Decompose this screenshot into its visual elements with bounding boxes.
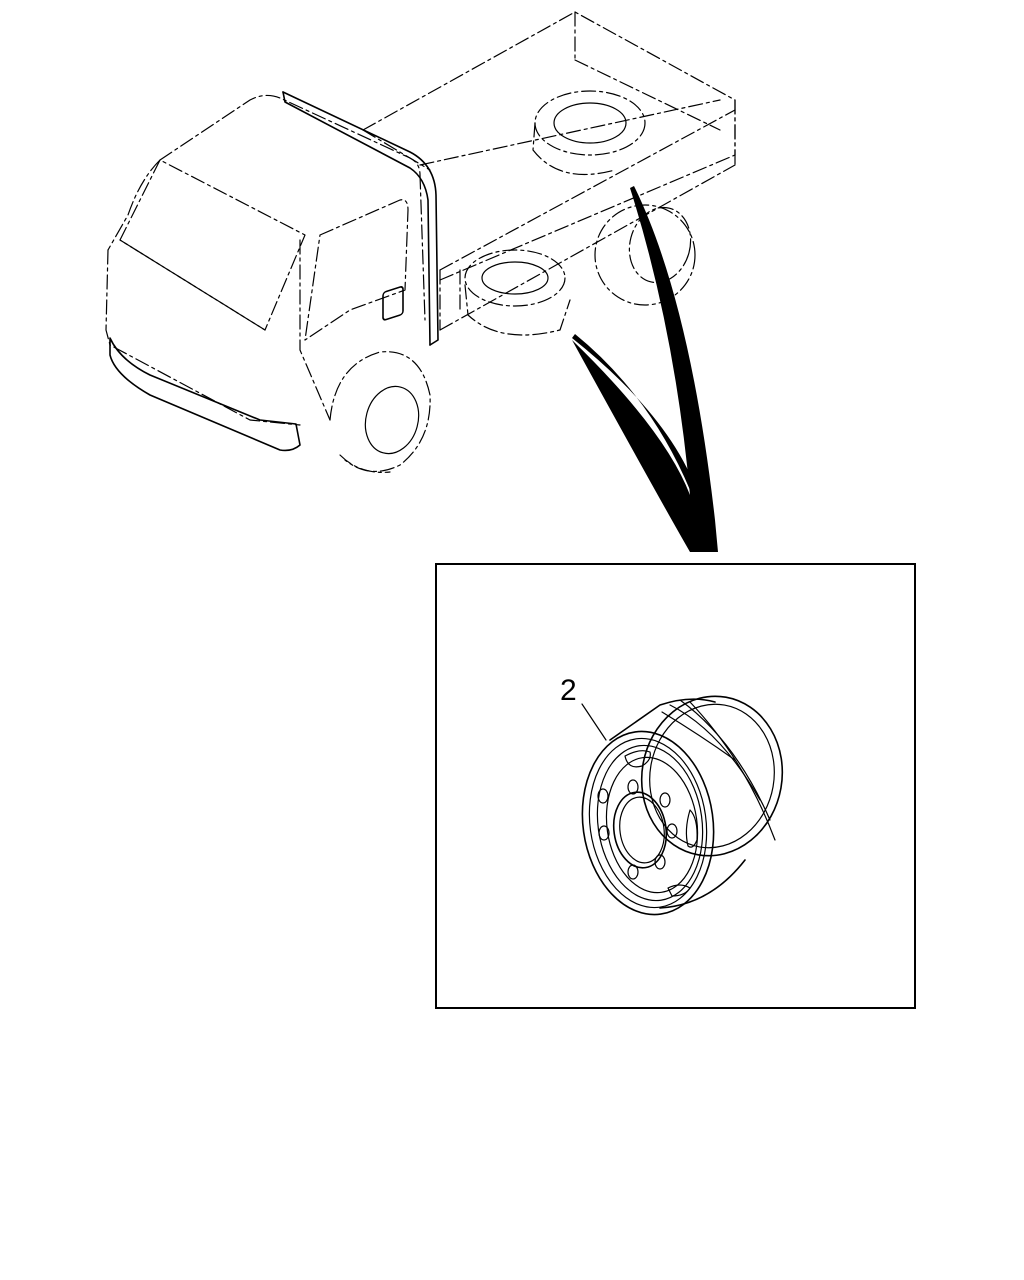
detail-frame — [435, 563, 916, 1009]
pointer-arrow-from-tire — [572, 334, 700, 500]
leader-line — [581, 703, 607, 741]
pointer-arrows — [572, 186, 718, 552]
callout-label: 2 — [560, 674, 577, 707]
truck-phantom-outline — [105, 11, 736, 473]
spare-tire-icon — [532, 90, 646, 176]
pointer-arrow-from-spare — [572, 186, 718, 552]
callout-2: 2 — [560, 674, 607, 741]
wheel-rim-icon — [581, 695, 784, 916]
